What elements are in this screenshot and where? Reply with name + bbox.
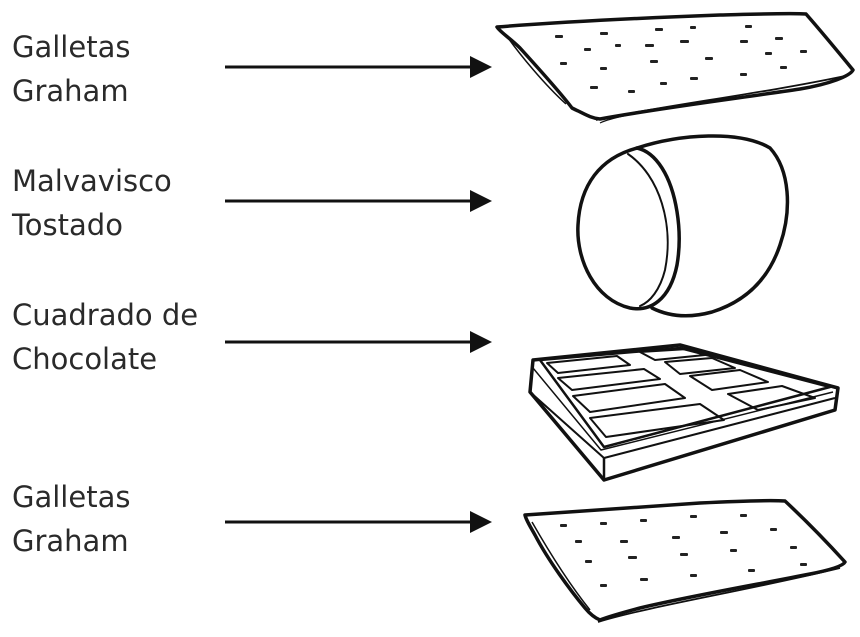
- arrow-chocolate: [225, 331, 492, 353]
- arrow-graham-bottom: [225, 511, 492, 533]
- label-line: Cuadrado de: [12, 298, 199, 332]
- label-line: Tostado: [12, 208, 123, 242]
- label-line: Malvavisco: [12, 164, 172, 198]
- chocolate-bar-icon: [528, 343, 840, 482]
- label-line: Graham: [12, 524, 129, 558]
- arrow-graham-top: [225, 56, 492, 78]
- label-graham-cracker-top: Galletas Graham: [12, 25, 130, 113]
- label-graham-cracker-bottom: Galletas Graham: [12, 475, 130, 563]
- label-line: Graham: [12, 74, 129, 108]
- marshmallow-icon: [576, 134, 790, 318]
- graham-cracker-top-icon: [495, 11, 855, 124]
- graham-cracker-bottom-icon: [523, 498, 847, 623]
- label-line: Chocolate: [12, 342, 158, 376]
- label-chocolate-square: Cuadrado de Chocolate: [12, 293, 198, 381]
- arrow-marshmallow: [225, 190, 492, 212]
- label-line: Galletas: [12, 480, 131, 514]
- label-toasted-marshmallow: Malvavisco Tostado: [12, 159, 172, 247]
- label-line: Galletas: [12, 30, 131, 64]
